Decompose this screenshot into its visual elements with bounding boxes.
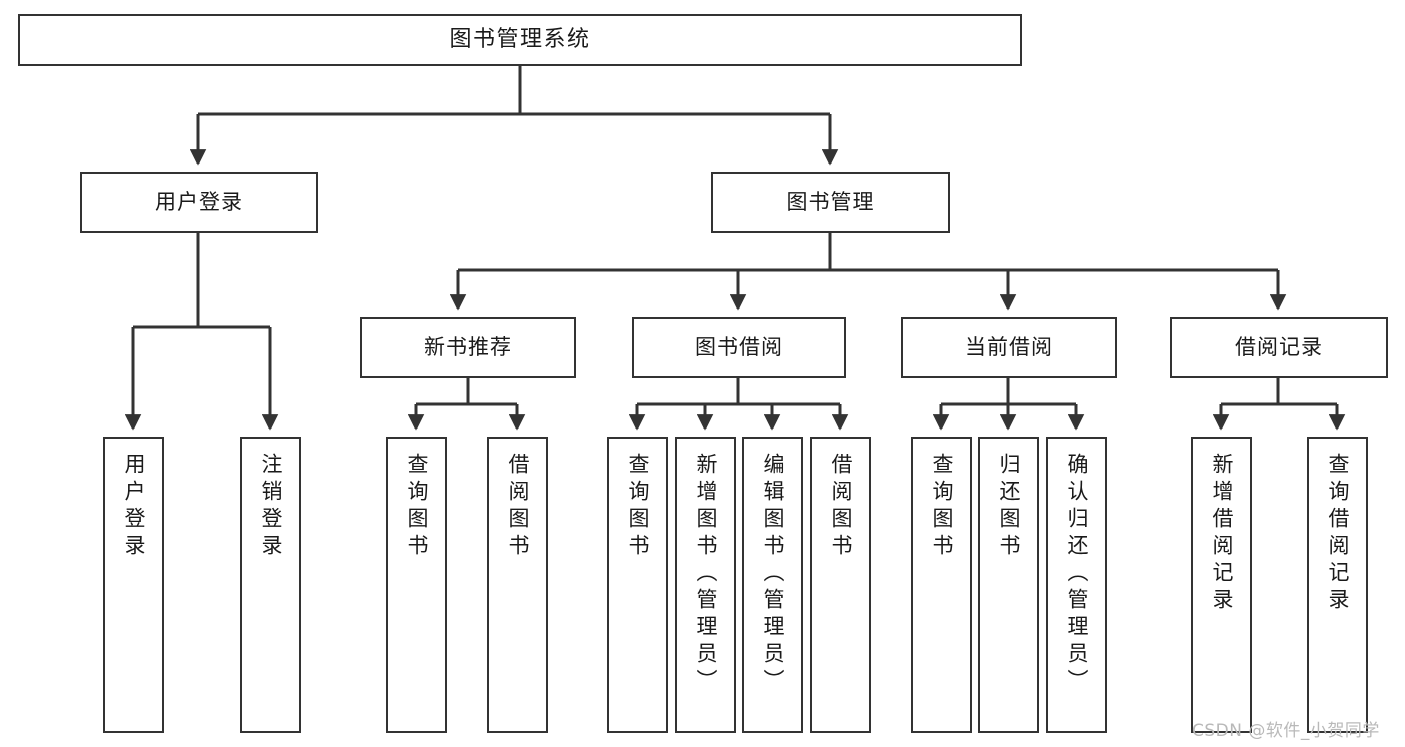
node-new-book-recommend[interactable]: 新书推荐 [360,317,576,378]
leaf-book-borrow-edit-book-admin[interactable]: 编辑图书（管理员） [742,437,803,733]
node-label: 查询图书 [930,453,954,561]
node-label: 确认归还（管理员） [1065,453,1089,696]
leaf-borrow-record-add-record[interactable]: 新增借阅记录 [1191,437,1252,733]
leaf-user-login-logout[interactable]: 注销登录 [240,437,301,733]
node-label: 查询图书 [405,453,429,561]
node-label: 新增图书（管理员） [694,453,718,696]
leaf-book-borrow-add-book-admin[interactable]: 新增图书（管理员） [675,437,736,733]
node-label: 注销登录 [259,453,283,561]
node-label: 用户登录 [155,190,243,215]
leaf-current-borrow-return-book[interactable]: 归还图书 [978,437,1039,733]
node-book-management[interactable]: 图书管理 [711,172,950,233]
node-label: 借阅图书 [829,453,853,561]
node-label: 借阅记录 [1235,335,1323,360]
leaf-user-login-login[interactable]: 用户登录 [103,437,164,733]
node-label: 图书管理 [786,190,875,215]
node-current-borrow[interactable]: 当前借阅 [901,317,1117,378]
node-label: 图书管理系统 [449,27,591,53]
leaf-current-borrow-query-book[interactable]: 查询图书 [911,437,972,733]
node-label: 借阅图书 [506,453,530,561]
node-label: 图书借阅 [695,335,783,360]
node-label: 新增借阅记录 [1210,453,1234,615]
node-book-borrow[interactable]: 图书借阅 [632,317,846,378]
node-label: 新书推荐 [424,335,512,360]
node-label: 当前借阅 [965,335,1053,360]
leaf-new-book-query-book[interactable]: 查询图书 [386,437,447,733]
leaf-book-borrow-query-book[interactable]: 查询图书 [607,437,668,733]
watermark-text: CSDN @软件_小贺同学 [1192,721,1380,741]
leaf-new-book-borrow-book[interactable]: 借阅图书 [487,437,548,733]
node-label: 用户登录 [122,453,146,561]
leaf-book-borrow-borrow-book[interactable]: 借阅图书 [810,437,871,733]
node-borrow-record[interactable]: 借阅记录 [1170,317,1388,378]
leaf-current-borrow-confirm-return-admin[interactable]: 确认归还（管理员） [1046,437,1107,733]
node-user-login[interactable]: 用户登录 [80,172,318,233]
watermark-csdn: CSDN @软件_小贺同学 [1192,716,1380,741]
leaf-borrow-record-query-record[interactable]: 查询借阅记录 [1307,437,1368,733]
node-label: 查询借阅记录 [1326,453,1350,615]
node-label: 归还图书 [997,453,1021,561]
node-label: 编辑图书（管理员） [761,453,785,696]
node-root-book-management-system[interactable]: 图书管理系统 [18,14,1022,66]
node-label: 查询图书 [626,453,650,561]
